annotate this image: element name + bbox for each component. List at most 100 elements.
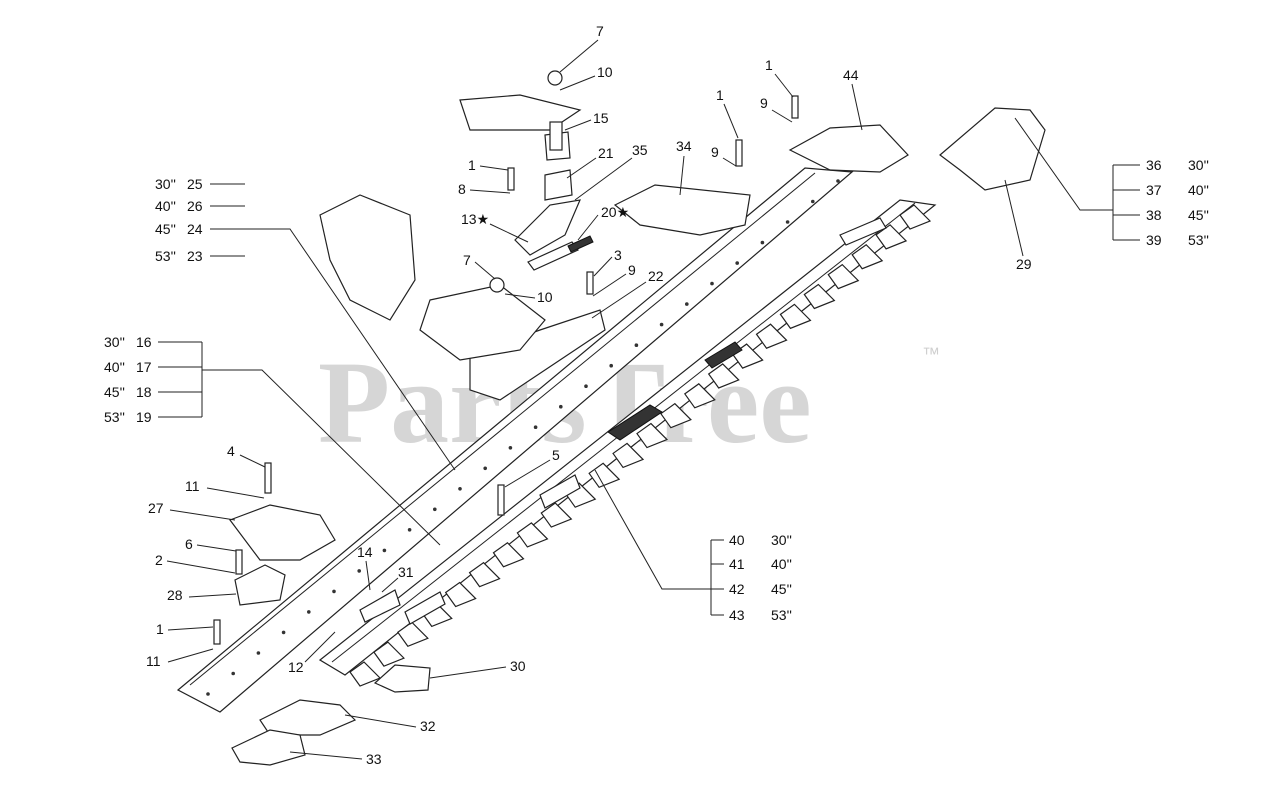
knife-tooth (444, 581, 477, 608)
knife-tooth (755, 323, 788, 349)
knife-tooth (779, 303, 812, 330)
bar-hole (458, 487, 462, 491)
knife-clips (359, 217, 887, 625)
callout-35: 35 (632, 142, 648, 158)
watermark-trademark: ™ (922, 344, 940, 364)
knife-teeth (349, 204, 932, 687)
bar-hole (508, 446, 513, 450)
callout-8: 8 (458, 181, 466, 197)
knife-tooth (803, 283, 836, 310)
bar-hole (659, 322, 664, 327)
size-label: 40'' (1188, 182, 1209, 198)
knife-tooth (683, 383, 716, 409)
size-label: 45'' (104, 384, 125, 400)
bar-hole (231, 671, 235, 676)
callout-6: 6 (185, 536, 193, 552)
part-number: 26 (187, 198, 203, 214)
bar-hole (609, 363, 613, 368)
callout-21: 21 (598, 145, 614, 161)
size-label: 45'' (155, 221, 176, 237)
part-number: 37 (1146, 182, 1162, 198)
size-table-40: 40 30'' 41 40'' 42 45'' 43 53'' (594, 469, 792, 623)
size-label: 40'' (155, 198, 176, 214)
callout-20: 20★ (601, 204, 629, 220)
part-number: 18 (136, 384, 152, 400)
bar-hole (407, 528, 412, 532)
bar-hole (281, 630, 286, 635)
bar-hole (307, 610, 311, 614)
bar-hole (533, 425, 538, 430)
part-number: 41 (729, 556, 745, 572)
callout-33: 33 (366, 751, 382, 767)
size-table-25: 30'' 25 40'' 26 45'' 24 53'' 23 (155, 176, 456, 471)
callout-2: 2 (155, 552, 163, 568)
knife-tooth (516, 522, 549, 548)
part-number: 25 (187, 176, 203, 192)
size-label: 53'' (1188, 232, 1209, 248)
size-label: 53'' (771, 607, 792, 623)
part-number: 39 (1146, 232, 1162, 248)
size-label: 53'' (155, 248, 176, 264)
part-number: 23 (187, 248, 203, 264)
drive-head (459, 94, 751, 256)
size-label: 30'' (155, 176, 176, 192)
part-number: 43 (729, 607, 745, 623)
bar-hole (710, 281, 714, 286)
callout-1: 1 (716, 87, 724, 103)
callout-32: 32 (420, 718, 436, 734)
callout-28: 28 (167, 587, 183, 603)
size-label: 40'' (771, 556, 792, 572)
bar-hole (811, 199, 815, 204)
callout-12: 12 (288, 659, 304, 675)
size-label: 45'' (771, 581, 792, 597)
callout-9: 9 (760, 95, 768, 111)
knife-tooth (492, 541, 525, 568)
callout-3: 3 (614, 247, 622, 263)
callouts: 1 1 1 1 2 3 4 5 6 7 7 8 9 9 9 10 10 11 (146, 23, 1032, 767)
callout-11: 11 (146, 653, 161, 669)
bar-hole (760, 240, 765, 245)
part-number: 42 (729, 581, 745, 597)
bar-hole (559, 404, 563, 409)
knife-tooth (827, 263, 860, 290)
knife-tooth (612, 442, 645, 469)
knife-tooth (396, 621, 429, 647)
knife-tooth (373, 641, 405, 667)
callout-14: 14 (357, 544, 373, 560)
callout-44: 44 (843, 67, 859, 83)
knife-tooth (707, 363, 740, 389)
part-number: 24 (187, 221, 203, 237)
bar-hole (685, 302, 689, 306)
knife-tooth (468, 561, 501, 588)
bar-hole (836, 179, 840, 183)
callout-22: 22 (648, 268, 664, 284)
size-table-16: 30'' 16 40'' 17 45'' 18 53'' 19 (104, 334, 441, 546)
callout-27: 27 (148, 500, 164, 516)
bar-hole (357, 569, 362, 573)
callout-10: 10 (537, 289, 553, 305)
bar-hole (382, 548, 387, 553)
bar-hole (206, 692, 210, 696)
part-number: 19 (136, 409, 152, 425)
callout-29: 29 (1016, 256, 1032, 272)
bar-hole (433, 507, 437, 512)
callout-1: 1 (468, 157, 476, 173)
size-label: 30'' (1188, 157, 1209, 173)
bar-hole (584, 384, 588, 389)
bar-hole (785, 220, 790, 224)
callout-11: 11 (185, 478, 200, 494)
knife-tooth (540, 502, 573, 528)
part-number: 16 (136, 334, 152, 350)
size-label: 53'' (104, 409, 125, 425)
cutter-bar-holes (206, 179, 840, 696)
part-number: 38 (1146, 207, 1162, 223)
size-label: 30'' (104, 334, 125, 350)
bar-hole (332, 589, 336, 594)
knife-tooth (899, 204, 932, 230)
callout-9: 9 (628, 262, 636, 278)
size-label: 45'' (1188, 207, 1209, 223)
bar-hole (256, 651, 261, 655)
callout-7: 7 (596, 23, 604, 39)
